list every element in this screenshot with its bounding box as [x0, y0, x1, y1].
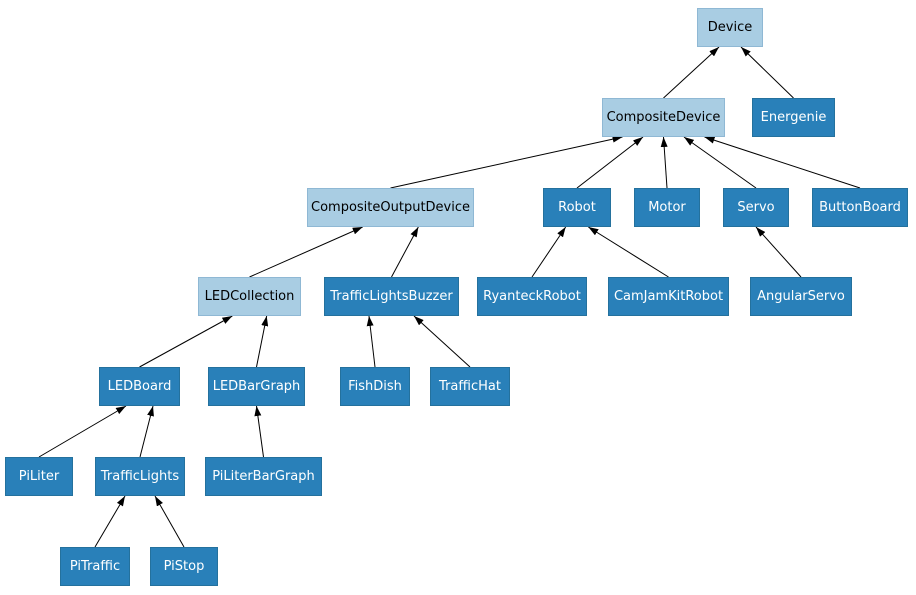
node-Energenie: Energenie — [752, 98, 835, 137]
node-AngularServo: AngularServo — [750, 277, 852, 316]
node-TrafficLights: TrafficLights — [95, 457, 185, 496]
node-CamJamKitRobot: CamJamKitRobot — [608, 277, 729, 316]
node-Servo: Servo — [723, 188, 789, 227]
node-Motor: Motor — [634, 188, 700, 227]
node-LEDCollection: LEDCollection — [198, 277, 301, 316]
node-TrafficLightsBuzzer: TrafficLightsBuzzer — [324, 277, 459, 316]
node-LEDBarGraph: LEDBarGraph — [208, 367, 305, 406]
node-FishDish: FishDish — [340, 367, 410, 406]
node-TrafficHat: TrafficHat — [430, 367, 510, 406]
node-PiLiterBarGraph: PiLiterBarGraph — [205, 457, 322, 496]
node-CompositeDevice: CompositeDevice — [602, 98, 725, 137]
node-RyanteckRobot: RyanteckRobot — [477, 277, 587, 316]
node-Device: Device — [697, 8, 763, 47]
node-ButtonBoard: ButtonBoard — [812, 188, 908, 227]
node-PiLiter: PiLiter — [5, 457, 73, 496]
node-CompositeOutputDevice: CompositeOutputDevice — [307, 188, 474, 227]
node-Robot: Robot — [543, 188, 611, 227]
node-LEDBoard: LEDBoard — [99, 367, 180, 406]
node-PiStop: PiStop — [150, 547, 218, 586]
node-PiTraffic: PiTraffic — [60, 547, 130, 586]
